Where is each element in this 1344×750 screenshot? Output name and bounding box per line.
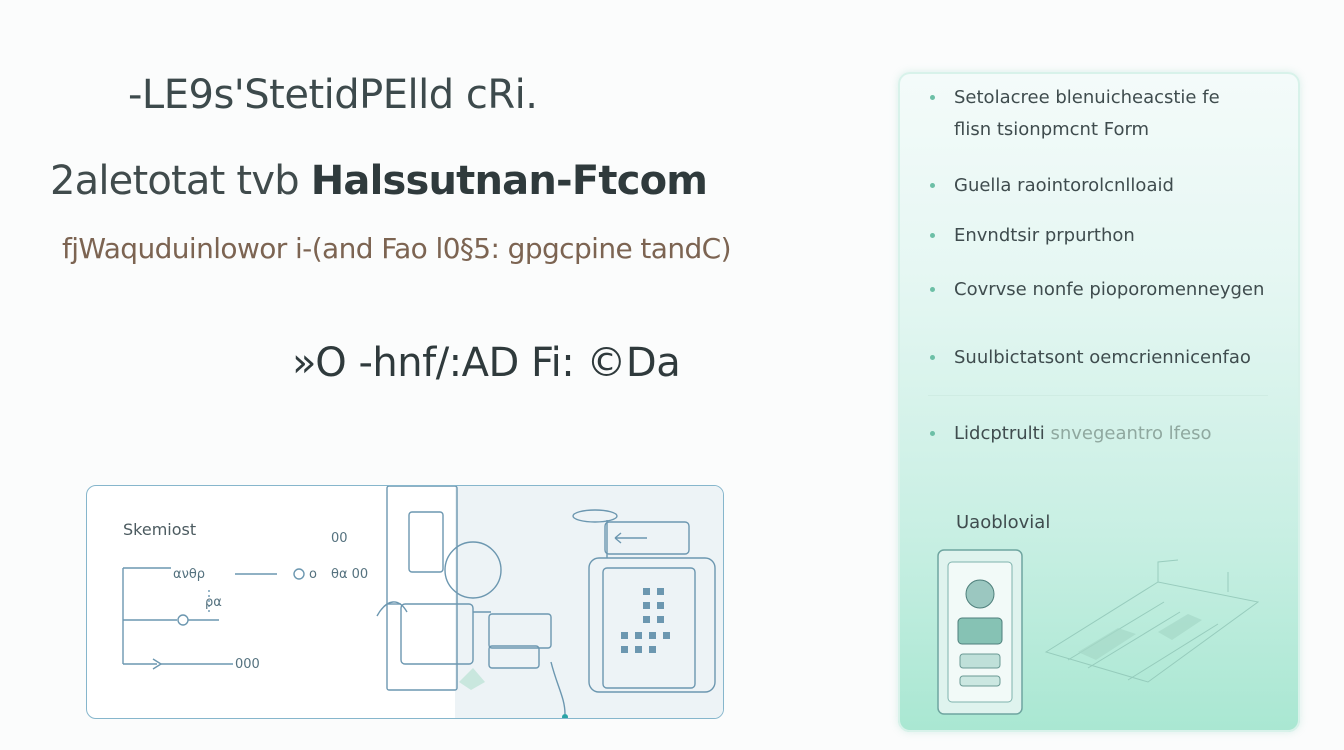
- list-item: Envndtsir prpurthon: [930, 220, 1135, 252]
- list-item: Guella raointorolcnlloaid: [930, 170, 1174, 202]
- bullet-icon: [930, 287, 935, 292]
- list-item-text: Setolacree blenuicheacstie fe: [954, 87, 1220, 108]
- schematic-diagram-panel: Skemiost: [86, 485, 724, 719]
- node-circle-2: [177, 614, 189, 626]
- tablet-header-bar: [604, 521, 690, 555]
- list-item: Setolacree blenuicheacstie fe flisn tsio…: [930, 82, 1220, 146]
- headline-line-1: -LE9s'StetidPElld cRi.: [128, 72, 538, 118]
- bullet-icon: [930, 95, 935, 100]
- tablet-screen: [602, 567, 696, 689]
- list-item-text-2: flisn tsionpmcnt Form: [954, 119, 1150, 140]
- machine-illustration: [937, 549, 1260, 715]
- node-label-4: θα 00: [331, 567, 368, 582]
- machine-slot: [959, 653, 1001, 669]
- bullet-icon: [930, 183, 935, 188]
- list-item-text: Envndtsir prpurthon: [954, 225, 1135, 246]
- machine-screen: [957, 617, 1003, 645]
- machine-dial: [965, 579, 995, 609]
- feature-list-panel: Setolacree blenuicheacstie fe flisn tsio…: [898, 72, 1300, 732]
- tablet-keypad: [621, 588, 670, 653]
- headline-line-2-bold: Halssutnan-Ftcom: [310, 158, 708, 204]
- node-label-5: o: [309, 567, 317, 582]
- node-label-6: 000: [235, 657, 260, 672]
- list-item-text: Covrvse nonfe pioporomenneygen: [954, 279, 1265, 300]
- shaded-part: [459, 668, 485, 690]
- device-box-2: [488, 645, 540, 669]
- panel-footer-label: Uaoblovial: [956, 512, 1051, 533]
- device-gauge: [444, 541, 502, 599]
- tablet-outline: [588, 557, 716, 693]
- diagram-label: Skemiost: [123, 520, 197, 539]
- node-label-1: ανθρ: [173, 567, 205, 582]
- cable-dot: [562, 714, 568, 718]
- lab-bench-sketch: [1044, 559, 1260, 683]
- headline-line-2: 2aletotat tvb Halssutnan-Ftcom: [50, 158, 708, 204]
- schematic-drawing: ανθρ 00 ρα θα 00 o 000: [122, 486, 716, 718]
- node-label-3: ρα: [205, 595, 222, 610]
- bullet-icon: [930, 233, 935, 238]
- device-curve: [376, 601, 408, 617]
- list-item-highlight: snvegeantro lfeso: [1050, 423, 1212, 444]
- machine-slot-2: [959, 675, 1001, 687]
- list-item-text: Suulbictatsont oemcriennicenfao: [954, 347, 1251, 368]
- headline-line-2-prefix: 2aletotat tvb: [50, 158, 300, 204]
- device-frame-large: [386, 486, 458, 691]
- node-circle-1: [293, 568, 305, 580]
- tablet-knob: [572, 509, 618, 523]
- subtitle-line: fjWaquduinlowor i-(and Fao l0§5: gpgcpin…: [62, 232, 732, 265]
- list-item-text: Lidcptrulti: [954, 423, 1045, 444]
- divider: [928, 395, 1268, 396]
- device-block-top: [408, 511, 444, 573]
- device-tray: [400, 603, 474, 665]
- node-label-2: 00: [331, 531, 348, 546]
- list-item: Suulbictatsont oemcriennicenfao: [930, 342, 1251, 374]
- list-item-text: Guella raointorolcnlloaid: [954, 175, 1174, 196]
- headline-line-4: »O -hnf/:AD Fi: ©Da: [292, 340, 681, 386]
- device-box-1: [488, 613, 552, 649]
- bullet-icon: [930, 431, 935, 436]
- tablet-cable: [550, 661, 566, 715]
- list-item: Covrvse nonfe pioporomenneygen: [930, 274, 1265, 306]
- bench-shading: [1078, 614, 1202, 660]
- bullet-icon: [930, 355, 935, 360]
- tablet-arrow: [614, 532, 647, 544]
- list-item: Lidcptrulti snvegeantro lfeso: [930, 418, 1212, 450]
